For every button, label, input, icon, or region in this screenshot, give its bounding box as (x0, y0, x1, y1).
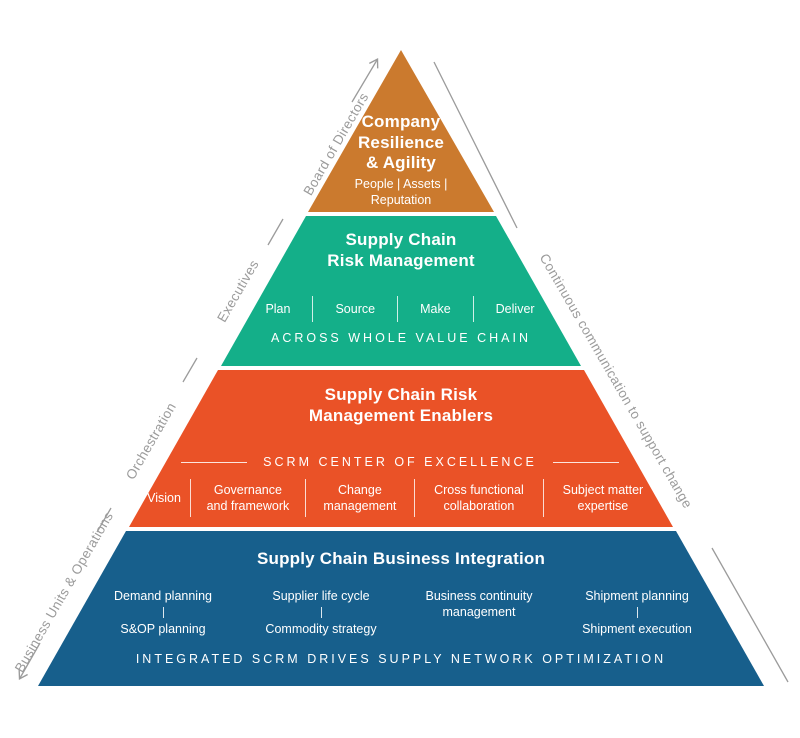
level4-item: S&OP planning (120, 622, 206, 637)
pipe-divider (320, 607, 322, 619)
level1-subtitle: People | Assets | Reputation (354, 177, 448, 208)
divider (312, 296, 314, 322)
left-dash-2 (182, 357, 198, 383)
level3-item-change: Change management (323, 482, 397, 514)
level1-shape (308, 50, 494, 212)
level4-shape (38, 531, 764, 686)
divider (189, 479, 191, 517)
level4-item: Shipment execution (582, 622, 692, 637)
level4-column-business-continuity: Business continuity management (404, 588, 554, 621)
level4-column-supplier: Supplier life cycle Commodity strategy (246, 588, 396, 638)
level4-item: Shipment planning (585, 589, 689, 603)
level3-heading: SCRM CENTER OF EXCELLENCE (263, 455, 537, 469)
level4-item: Demand planning (114, 589, 212, 603)
level1-title: Company Resilience & Agility (357, 112, 445, 173)
level2-items-row: Plan Source Make Deliver (150, 296, 650, 322)
level4-item: Business continuity management (425, 589, 533, 620)
pipe-divider (636, 607, 638, 619)
level2-item-make: Make (420, 302, 451, 316)
level4-item: Supplier life cycle (272, 589, 370, 603)
level3-item-vision: Vision (147, 490, 181, 505)
pipe-divider (162, 607, 164, 619)
level2-item-plan: Plan (265, 302, 291, 316)
level2-title: Supply Chain Risk Management (327, 230, 475, 270)
left-arrow-up (351, 58, 379, 103)
level3-shape (129, 370, 673, 527)
divider (472, 296, 474, 322)
rule-left (181, 461, 248, 463)
level4-column-shipment: Shipment planning Shipment execution (562, 588, 712, 638)
level3-item-subject-matter: Subject matter expertise (562, 482, 644, 514)
level2-shape (221, 216, 581, 366)
level4-columns-row: Demand planning S&OP planning Supplier l… (75, 588, 725, 638)
level3-item-cross-functional: Cross functional collaboration (434, 482, 524, 514)
level3-heading-row: SCRM CENTER OF EXCELLENCE (150, 455, 650, 469)
level3-title: Supply Chain Risk Management Enablers (308, 385, 494, 425)
level3-item-governance: Governance and framework (206, 482, 290, 514)
left-dash-1 (267, 218, 284, 246)
level2-item-source: Source (335, 302, 376, 316)
level4-column-demand: Demand planning S&OP planning (88, 588, 238, 638)
divider (304, 479, 306, 517)
level4-item: Commodity strategy (265, 622, 377, 637)
right-line-top (433, 61, 518, 229)
level2-item-deliver: Deliver (495, 302, 535, 316)
level4-title: Supply Chain Business Integration (256, 549, 546, 568)
level3-items-row: Vision Governance and framework Change m… (100, 479, 700, 517)
divider (413, 479, 415, 517)
divider (397, 296, 399, 322)
left-guide-line (18, 58, 379, 680)
left-dash-3 (96, 507, 112, 533)
right-guide-line (433, 61, 789, 683)
level4-tagline: INTEGRATED SCRM DRIVES SUPPLY NETWORK OP… (135, 652, 667, 666)
right-line-bottom (711, 547, 789, 683)
rule-right (552, 461, 619, 463)
level2-tagline: ACROSS WHOLE VALUE CHAIN (270, 331, 531, 345)
divider (542, 479, 544, 517)
left-arrow-down (18, 642, 41, 680)
